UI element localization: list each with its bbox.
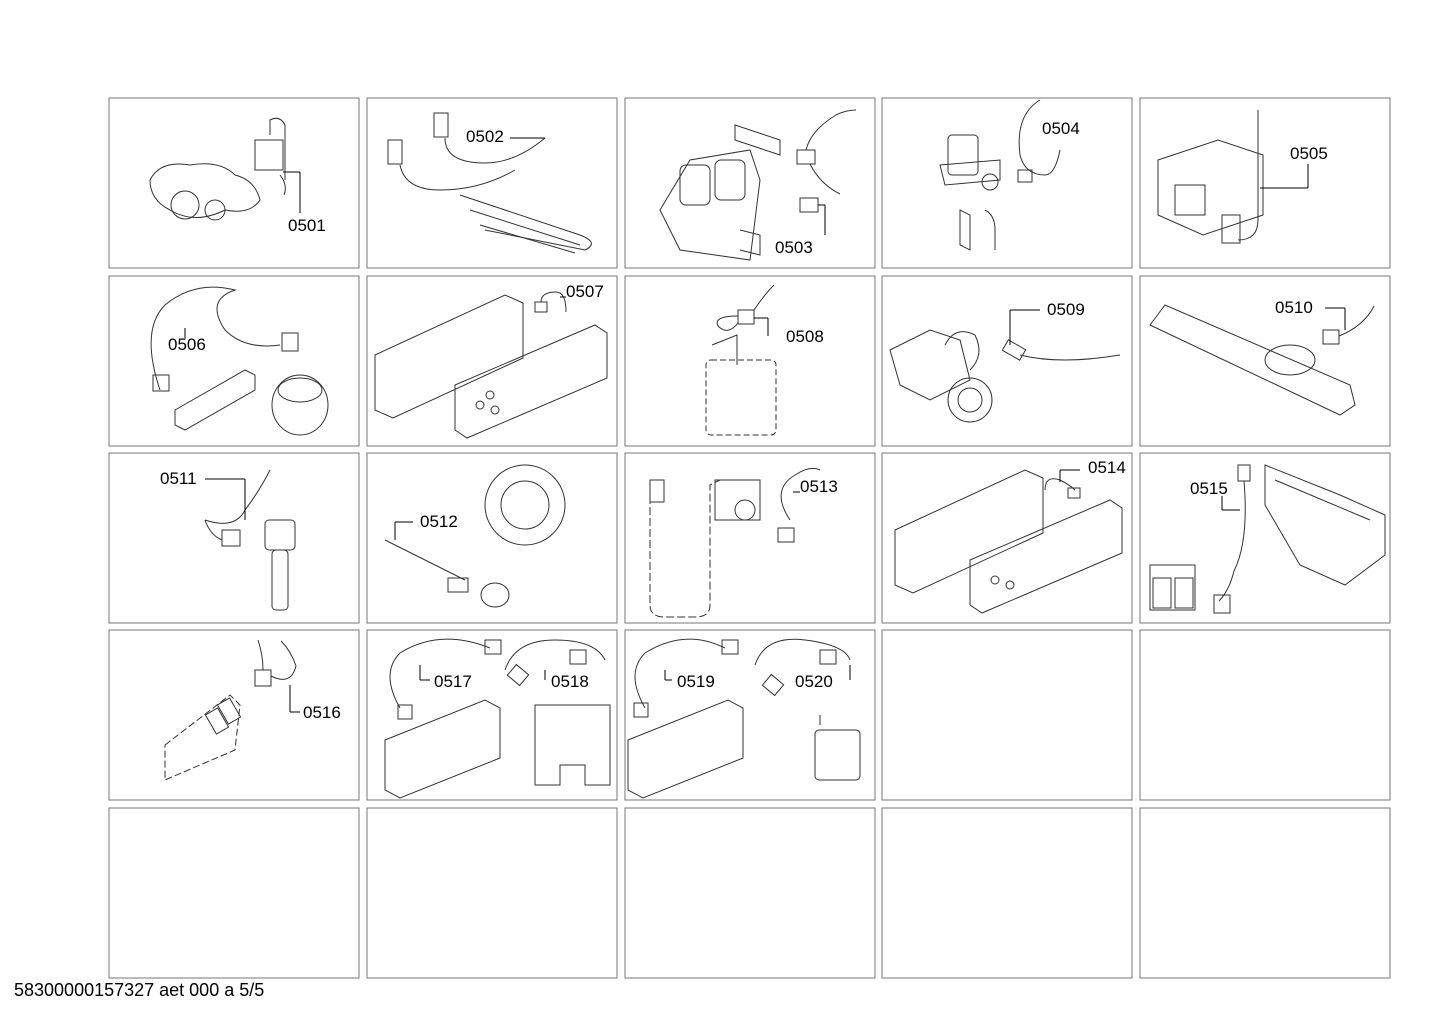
part-label: 0519 [677,672,715,691]
module-harness-a-icon [384,638,611,799]
drain-pump-motor-icon [149,117,286,221]
cell-0505: 0505 [1139,97,1391,269]
sensor-bracket-harness-icon [1149,304,1375,416]
cell-0509: 0509 [881,275,1133,447]
cell-empty-r5c5 [1139,807,1391,979]
part-label: 0508 [786,327,824,346]
cell-0506: 0506 [108,275,360,447]
cell-empty-r5c1 [108,807,360,979]
document-id-footer: 58300000157327 aet 000 a 5/5 [14,980,265,1000]
part-label: 0505 [1290,144,1328,163]
part-label: 0515 [1190,479,1228,498]
part-label-secondary: 0520 [795,672,833,691]
cell-empty-r5c3 [624,807,876,979]
cell-0501: 0501 [108,97,360,269]
part-label: 0506 [168,335,206,354]
cell-empty-r4c4 [881,629,1133,801]
part-label: 0502 [466,127,504,146]
cell-0516: 0516 [108,629,360,801]
cell-0513: 0513 [624,452,876,624]
part-label: 0504 [1042,119,1080,138]
cell-0517: 0517 0518 [366,629,618,801]
part-label: 0513 [800,477,838,496]
part-label: 0511 [160,469,197,488]
part-label-secondary: 0518 [551,672,589,691]
aquastop-hose-harness-icon [649,467,821,618]
part-label: 0503 [775,238,813,257]
cell-0515: 0515 [1139,452,1391,624]
pressure-sensor-harness-icon [150,286,329,436]
cell-0514: 0514 [881,452,1133,624]
part-label: 0517 [434,672,472,691]
part-label: 0507 [566,282,604,301]
cell-0503: 0503 [624,97,876,269]
part-label: 0516 [303,703,341,722]
cell-0504: 0504 [881,97,1133,269]
dispenser-harness-icon [1149,464,1386,614]
suppressor-harness-icon [705,284,777,436]
display-board-harness-icon [164,639,297,781]
cell-empty-r5c4 [881,807,1133,979]
cell-0502: 0502 [366,97,618,269]
cell-0512: 0512 [366,452,618,624]
part-label: 0510 [1275,298,1313,317]
door-lock-sensor-harness-icon [384,464,566,608]
power-module-harness-icon [894,469,1123,614]
module-harness-b-icon [627,638,861,799]
heating-element-harness-icon [387,112,592,254]
part-label: 0509 [1047,300,1085,319]
cell-0519: 0519 0520 [624,629,876,801]
single-valve-harness-icon [939,99,1061,251]
circulation-pump-harness-icon [889,329,1121,423]
part-label: 0514 [1088,458,1126,477]
cell-0508: 0508 [624,275,876,447]
cell-0511: 0511 [108,452,360,624]
level-sensor-harness-icon [204,469,296,611]
inlet-valve-harness-icon [659,109,857,261]
control-module-harness-icon [1157,110,1264,244]
cell-0510: 0510 [1139,275,1391,447]
part-label: 0501 [288,216,326,235]
cell-empty-r4c5 [1139,629,1391,801]
cell-empty-r5c2 [366,807,618,979]
cell-0507: 0507 [366,275,618,447]
part-label: 0512 [420,512,458,531]
electronic-module-harness-icon [374,291,608,439]
